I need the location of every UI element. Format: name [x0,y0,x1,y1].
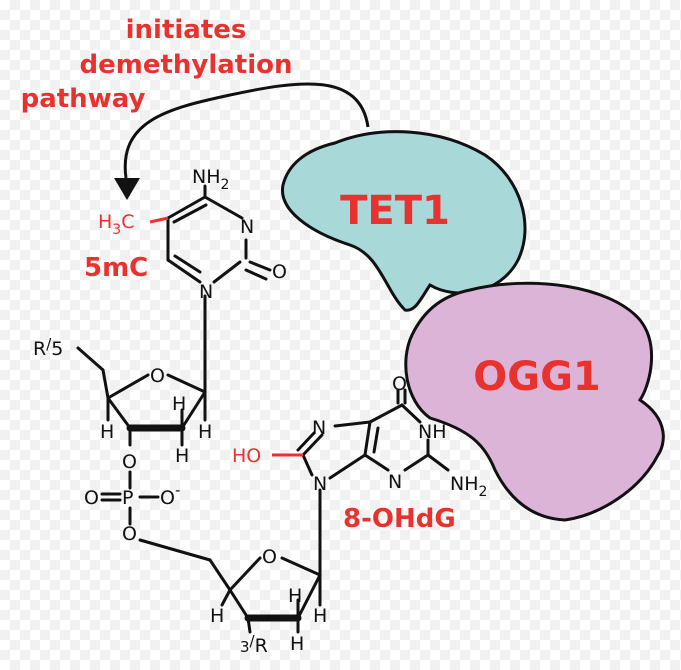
atom-h-d: H [175,445,189,467]
atom-nh: NH [418,421,447,443]
atom-r3: 3/R [240,632,268,657]
atom-nh2-top: NH2 [192,166,229,193]
atom-o-double: O [84,487,99,509]
atom-o-sugar2: O [262,546,277,568]
atom-o-ring: O [272,261,287,283]
arrow-head-icon [114,178,140,200]
8-ohdg-label: 8-OHdG [343,504,456,534]
atom-h-g: H [313,605,327,627]
tet1-shape [281,130,527,312]
tet1-enzyme: TET1 [281,130,527,312]
curved-arrow [123,82,370,179]
atom-o-link1: O [122,451,137,473]
phosphate-group: O P O O- O [84,451,232,592]
atom-h-b: H [172,393,186,415]
atom-h-f: H [288,585,302,607]
5mc-label: 5mC [84,253,148,283]
sugar-2: O H H H H 3/R [210,546,327,657]
atom-nh2-b: NH2 [450,473,487,500]
atom-n1: N [199,281,213,303]
caption-line-1: initiates [126,15,247,45]
caption-line-3: pathway [21,84,146,114]
8-ohdg-molecule: O N NH HO N N NH2 8-OHdG [232,373,487,577]
atom-o-minus: O- [160,481,180,509]
atom-h-c: H [198,421,212,443]
atom-ho: HO [232,445,261,467]
atom-n9: N [313,473,327,495]
caption: initiates demethylation pathway [21,15,293,114]
sugar-1: R/5 O H H H H [33,335,212,467]
5mc-molecule: NH2 H3C N O N 5mC [84,166,287,394]
atom-h-e: H [210,605,224,627]
tet1-label: TET1 [340,188,450,234]
ogg1-enzyme: OGG1 [404,281,665,522]
atom-o-sugar1: O [150,365,165,387]
atom-p: P [122,487,133,509]
atom-n-ring: N [240,216,254,238]
atom-o-top: O [392,373,407,395]
atom-r5: R/5 [33,335,63,360]
ogg1-shape [404,281,665,522]
atom-o-link2: O [122,523,137,545]
caption-line-2: demethylation [79,50,292,80]
atom-n7: N [312,417,326,439]
ogg1-label: OGG1 [473,354,601,400]
atom-h3c: H3C [98,211,135,238]
atom-h-h: H [290,633,304,655]
atom-h-a: H [100,421,114,443]
atom-n3: N [388,471,402,493]
